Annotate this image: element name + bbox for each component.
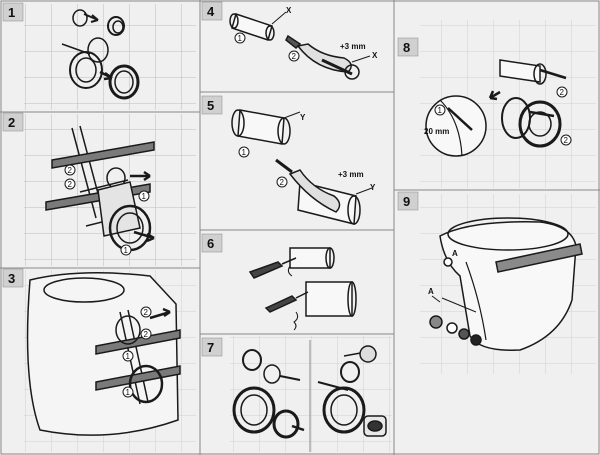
- step-5-number: 5: [207, 98, 214, 113]
- step-8-callout-2a: 2: [560, 88, 565, 97]
- step-1-drawing: [61, 9, 140, 100]
- step-1-panel: 1: [2, 2, 196, 110]
- step-4-x-top: X: [286, 6, 292, 15]
- step-5-y-right: Y: [370, 183, 376, 192]
- step-5-callout-2: 2: [280, 178, 285, 187]
- step-5-callout-1: 1: [242, 148, 247, 157]
- step-8-distance: 20 mm: [424, 127, 449, 136]
- step-9-label-a-top: A: [452, 249, 458, 258]
- step-5-gap: +3 mm: [338, 170, 364, 179]
- step-2-panel: 2 2 2 1 1: [2, 112, 196, 266]
- step-5-panel: 5 1 2 Y +3 mm Y: [201, 95, 376, 225]
- step-2-number: 2: [8, 115, 15, 130]
- step-8-callout-2b: 2: [564, 136, 569, 145]
- step-2-callout: 1: [124, 246, 129, 255]
- step-3-drawing: [26, 272, 181, 436]
- step-8-labels: 1 2 2 20 mm: [424, 86, 572, 146]
- step-2-callout: 2: [68, 180, 73, 189]
- step-3-callout: 1: [126, 352, 131, 361]
- step-9-drawing: [429, 217, 583, 351]
- step-4-callout-1: 1: [238, 34, 243, 43]
- step-9-panel: 9 A A: [397, 191, 596, 374]
- step-3-panel: 3 2 2 1 1: [2, 268, 196, 452]
- step-3-callout: 1: [126, 388, 131, 397]
- step-3-callout: 2: [144, 308, 149, 317]
- step-5-drawing: [231, 109, 373, 225]
- step-4-labels: 1 2 X +3 mm X: [234, 6, 378, 62]
- step-9-label-a-bottom: A: [428, 287, 434, 296]
- step-2-callout: 2: [68, 166, 73, 175]
- step-2-callout: 1: [142, 192, 147, 201]
- step-1-number: 1: [8, 5, 15, 20]
- step-3-callout: 2: [144, 330, 149, 339]
- step-4-panel: 4 1 2 X +3 mm X: [201, 1, 378, 80]
- step-4-number: 4: [207, 4, 215, 19]
- step-5-labels: 1 2 Y +3 mm Y: [238, 113, 376, 192]
- step-7-drawing: [232, 345, 387, 439]
- step-4-gap: +3 mm: [340, 42, 366, 51]
- step-4-callout-2: 2: [292, 52, 297, 61]
- step-2-drawing: [45, 125, 155, 252]
- step-7-panel: 7: [201, 336, 392, 452]
- step-8-number: 8: [403, 40, 410, 55]
- step-3-number: 3: [8, 271, 15, 286]
- step-6-drawing: [248, 247, 357, 331]
- step-8-callout-1: 1: [438, 106, 443, 115]
- step-6-panel: 6: [201, 233, 357, 331]
- step-9-labels: A A: [428, 249, 458, 296]
- step-4-drawing: [229, 11, 371, 80]
- step-4-x-right: X: [372, 51, 378, 60]
- step-6-number: 6: [207, 236, 214, 251]
- step-2-callouts: 2 2 1 1: [64, 164, 150, 256]
- step-3-callouts: 2 2 1 1: [122, 306, 152, 398]
- step-8-panel: 8 1 2 2 20 mm: [397, 20, 596, 188]
- step-7-number: 7: [207, 340, 214, 355]
- step-9-number: 9: [403, 194, 410, 209]
- step-5-y-top: Y: [300, 113, 306, 122]
